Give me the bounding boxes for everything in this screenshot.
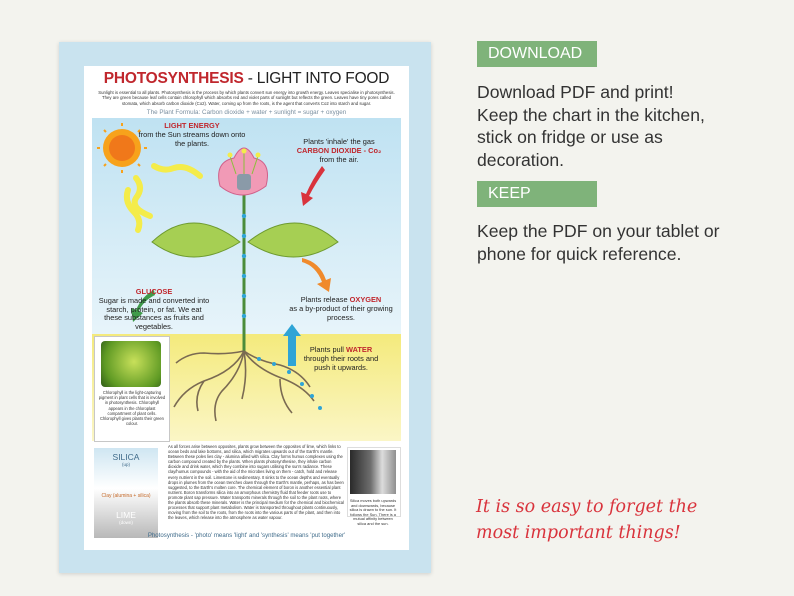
lime-label: LIME <box>116 510 136 520</box>
download-text: Download PDF and print! Keep the chart i… <box>477 81 705 171</box>
title-sub: LIGHT INTO FOOD <box>256 70 390 87</box>
poster-title: PHOTOSYNTHESIS - LIGHT INTO FOOD <box>84 70 409 88</box>
silica-label: SILICA <box>112 452 140 462</box>
leaf-photo <box>101 341 161 387</box>
title-main: PHOTOSYNTHESIS <box>103 70 244 87</box>
keep-line: phone for quick reference. <box>477 243 682 264</box>
chlorophyll-inset: Chlorophyll is the light-capturing pigme… <box>94 336 170 442</box>
download-line: Download PDF and print! <box>477 82 674 102</box>
clay-label: Clay (alumina + silica) <box>101 493 151 499</box>
crystal-photo <box>350 450 396 494</box>
keep-text: Keep the PDF on your tablet or phone for… <box>477 220 720 265</box>
soil-body-text: As all forces arise between opposites, p… <box>168 444 344 521</box>
roots-icon <box>173 350 315 422</box>
intro-text: Sunlight is essential to all plants. Pho… <box>98 90 395 106</box>
photosynthesis-meaning: Photosynthesis - 'photo' means 'light' a… <box>147 532 346 539</box>
sun-crystal-inset <box>347 447 401 517</box>
quote-line: most important things! <box>476 523 681 543</box>
quote-line: It is so easy to forget the <box>476 497 698 517</box>
title-dash: - <box>243 70 257 87</box>
keep-badge: KEEP <box>477 181 597 207</box>
plant-illustration <box>97 123 339 422</box>
chlorophyll-text: Chlorophyll is the light-capturing pigme… <box>98 390 166 427</box>
stem-icon <box>212 184 278 351</box>
download-badge: DOWNLOAD <box>477 41 597 67</box>
sun-icon <box>97 123 147 173</box>
flower-icon <box>218 147 268 196</box>
keep-line: Keep the PDF on your tablet or <box>477 221 720 241</box>
arrow-icon <box>131 290 155 322</box>
arrow-icon <box>283 324 301 366</box>
lime-sub-label: (down) <box>119 520 133 525</box>
download-line: Keep the chart in the kitchen, <box>477 104 705 125</box>
silica-sub-label: (up) <box>121 462 130 467</box>
arrow-icon <box>301 166 325 206</box>
crystal-text: Silica moves both upwards and downwards,… <box>349 498 397 526</box>
plant-formula: The Plant Formula: Carbon dioxide + wate… <box>146 109 347 116</box>
leaf-icon <box>151 222 339 258</box>
sunlight-wave-icon <box>123 163 203 233</box>
poster: PHOTOSYNTHESIS - LIGHT INTO FOOD Sunligh… <box>84 66 409 550</box>
soil-layers-diagram: SILICA (up) Clay (alumina + silica) LIME… <box>94 448 158 538</box>
arrow-icon <box>302 258 331 292</box>
download-line: decoration. <box>477 149 565 170</box>
reminder-quote: It is so easy to forget the most importa… <box>476 494 697 546</box>
download-line: stick on fridge or use as <box>477 127 663 147</box>
